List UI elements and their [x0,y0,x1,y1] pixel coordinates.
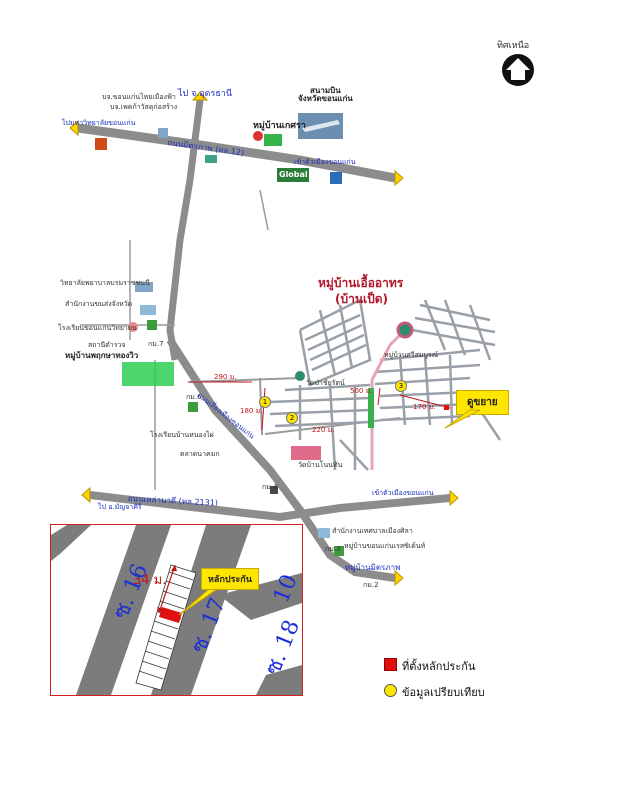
km4-label: กม.4 [262,483,278,491]
construction-company-label: บจ.เพคก้าวัสดุก่อสร้าง [110,103,178,111]
north-label: ทิศเหนือ [497,41,530,51]
to-city-bottom-label: เข้าตัวเมืองขอนแก่น [372,489,434,497]
distance-170-label: 170 ม. [413,403,436,411]
km2-label: กม.2 [363,581,379,589]
temple2-label: วัดป่าชัยรัตน์ [306,379,345,387]
legend-collateral-label: ที่ตั้งหลักประกัน [402,660,476,673]
university-direction-label: ไปมหาวิทยาลัยขอนแก่น [62,119,136,127]
global-label: Global [279,170,308,179]
school-label: โรงเรียนขอนแก่นวิทยายน [58,324,137,332]
distance-220-label: 220 ม. [312,426,335,434]
km6-label: กม.6 [186,393,202,401]
college-label: วิทยาลัยพยาบาลบรมราชชนนี [60,279,150,287]
inset-callout: หลักประกัน [201,568,259,590]
company-logo-icon [95,138,107,150]
direction-arrows [69,91,459,587]
global-logo [277,168,309,182]
comparison-marker-1: 1 [259,396,271,408]
to-city-top-label: เข้าตัวเมืองขอนแก่น [294,158,356,166]
distance-500-label: 500 ม. [350,387,373,395]
office-bottom-label: สำนักงานเทศบาลเมืองศิลา [332,527,413,535]
comparison-marker-2: 2 [286,412,298,424]
km3-label: กม.3 [325,545,341,553]
highway-top [77,123,396,183]
road-north-south [166,99,204,361]
zoom-callout: ดูขยาย [456,390,509,415]
roundabout [396,321,414,339]
highway-bottom [89,491,451,522]
comparison-marker-3: 3 [395,380,407,392]
village-ketsara-label: หมู่บ้านเกศรา [253,121,306,131]
village-bottom-label: หมู่บ้านขอนแก่นเรสซิเด้นท์ [344,542,426,550]
airport-label: สนามบิน จังหวัดขอนแก่น [298,86,353,103]
collateral-lot [159,607,182,623]
village-main-line1: หมู่บ้านเอื้ออาทร [318,276,404,290]
mancha-direction-label: ไป อ.มัญจาคีรี [98,503,142,511]
inset-map: 34 ม. หลักประกัน ซ. 16 ซ. 17 ซ. 18 10 [50,524,303,696]
legend-comparison-label: ข้อมูลเปรียบเทียบ [402,686,485,699]
village-grid-right [374,299,502,441]
legend-red-square [384,658,397,671]
transport-office-label: สำนักงานขนส่งจังหวัด [65,300,133,308]
school2-label: โรงเรียนบ้านหนองไผ่ [150,431,214,439]
distance-290-label: 290 ม. [214,373,237,381]
inset-distance-34: 34 ม. [133,573,167,588]
village-main-line2: (บ้านเป็ด) [335,292,389,306]
village-sangthong-label: หมู่บ้านศรีสมบูรณ์ [384,351,439,359]
police-label: สถานีตำรวจ [88,341,126,349]
village-pruksa-label: หมู่บ้านพฤกษาทองวิว [65,351,139,360]
distance-180-label: 180 ม. [240,407,263,415]
village-grid-left [269,298,372,471]
udon-direction-label: ไป จ.อุดรธานี [178,89,233,99]
km7-label: กม.7 [148,340,164,348]
legend-yellow-circle [384,684,397,697]
market-label: ตลาดนาคมก [180,450,220,458]
elec-company-label: บจ.ขอนแก่นไทยเมืองฟ้า [102,93,176,101]
village-mittraphap-label: หมู่บ้านมิตรภาพ [345,563,401,572]
temple-label: วัดบ้านโนนทัน [298,461,343,469]
